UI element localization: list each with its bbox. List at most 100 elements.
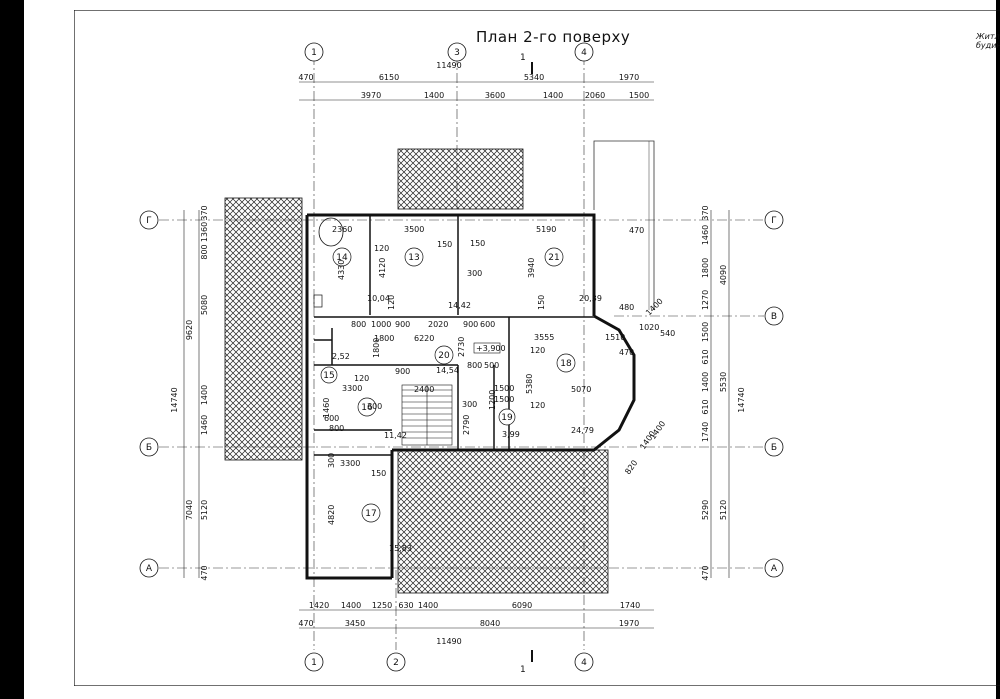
dimension-text: 150 (470, 239, 485, 248)
dim-top-inner-1: 3970 (361, 91, 381, 100)
axis-label-top-3: 3 (454, 48, 460, 58)
dim-left-11: 470 (200, 565, 209, 580)
dimension-text: 3555 (534, 333, 554, 342)
axis-label-top-4: 4 (581, 48, 587, 58)
dim-right-1: 370 (701, 205, 710, 220)
dimension-text: 600 (324, 414, 339, 423)
room-20-number: 20 (438, 351, 450, 361)
dimension-text: 120 (530, 346, 545, 355)
dimension-text: 120 (374, 244, 389, 253)
partitions (314, 215, 594, 456)
drawing-title: План 2-го поверху (476, 28, 631, 46)
roof-south (397, 449, 609, 594)
roof-west (224, 197, 303, 461)
dimension-text: 120 (387, 295, 396, 310)
dimension-text: 1020 (639, 323, 659, 332)
dimension-text: 3300 (342, 384, 362, 393)
dimension-text: 5190 (536, 225, 556, 234)
dim-bottom-inner-2: 1400 (341, 601, 361, 610)
dim-top-inner-2: 1400 (424, 91, 444, 100)
dim-bottom-inner-5: 1400 (418, 601, 438, 610)
dimension-text: 3300 (340, 459, 360, 468)
axis-bubbles (139, 42, 784, 672)
dim-top-inner-6: 1500 (629, 91, 649, 100)
balcony (593, 140, 655, 310)
drawing-frame: 1 3 4 1 2 4 Г Б А Г В Б А 1 1 (74, 10, 1000, 686)
walls (305, 213, 636, 580)
dimension-text: 540 (660, 329, 675, 338)
dimension-text: 1200 (488, 390, 497, 410)
dim-right-12: 14740 (737, 387, 746, 412)
dimension-text: 150 (537, 295, 546, 310)
dimension-text: 150 (437, 240, 452, 249)
dim-bottom-outer-3: 8040 (480, 619, 500, 628)
dim-right-8: 1400 (701, 372, 710, 392)
dim-top-inner-5: 2060 (585, 91, 605, 100)
dim-bottom-inner-1: 1420 (309, 601, 329, 610)
room-15-number: 15 (323, 371, 334, 381)
dim-top-outer-1: 470 (298, 73, 313, 82)
axis-label-right-a: А (771, 564, 778, 574)
dimension-text: 120 (354, 374, 369, 383)
dim-left-10: 14740 (170, 387, 179, 412)
dimension-text: 120 (530, 401, 545, 410)
dimension-text: 1400 (644, 297, 665, 318)
room-15-area: 2,52 (332, 352, 350, 361)
axis-label-right-v: В (771, 312, 777, 322)
dimension-text: 1500 (494, 395, 514, 404)
room-16-number: 16 (361, 403, 373, 413)
dimension-text: 5380 (525, 374, 534, 394)
dim-top-outer-3: 5340 (524, 73, 544, 82)
dim-bottom-outer-2: 3450 (345, 619, 365, 628)
dimension-text: 4820 (327, 505, 336, 525)
room-19-area: 3,99 (502, 430, 520, 439)
axis-label-bottom-1: 1 (311, 658, 317, 668)
dimension-text: 300 (367, 402, 382, 411)
axis-label-right-g: Г (771, 216, 777, 226)
dim-left-1: 370 (200, 205, 209, 220)
dim-left-6: 1460 (200, 415, 209, 435)
dimension-text: 470 (619, 348, 634, 357)
dimension-text: 800 (329, 424, 344, 433)
room-16-area: 11,42 (384, 431, 407, 440)
dimension-text: 3940 (527, 258, 536, 278)
dimension-text: 900 (463, 320, 478, 329)
dim-left-2: 1360 (200, 222, 209, 242)
axis-label-right-b: Б (771, 443, 777, 453)
dimension-text: 300 (327, 453, 336, 468)
dim-bottom-inner-3: 1250 (372, 601, 392, 610)
dimension-text: 2360 (332, 225, 352, 234)
axis-label-top-1: 1 (311, 48, 317, 58)
dim-right-4: 4090 (719, 265, 728, 285)
dim-left-4: 5080 (200, 295, 209, 315)
dimension-text: 1510 (605, 333, 625, 342)
dimension-text: 150 (371, 469, 386, 478)
dimension-text: 1460 (322, 398, 331, 418)
room-18-area: 24,79 (571, 426, 594, 435)
dim-bottom-outer-4: 1970 (619, 619, 639, 628)
dim-bottom-inner-7: 1740 (620, 601, 640, 610)
axis-grid (159, 55, 764, 650)
room-17-area: 15,83 (389, 544, 412, 553)
dim-bottom-inner-6: 6090 (512, 601, 532, 610)
dim-left-5: 1400 (200, 385, 209, 405)
dimension-text: 1800 (372, 338, 381, 358)
axis-label-left-b: Б (146, 443, 152, 453)
dimension-text: 900 (395, 320, 410, 329)
room-17-number: 17 (365, 509, 376, 519)
drawing-sheet: 1 3 4 1 2 4 Г Б А Г В Б А 1 1 (24, 0, 1000, 699)
dim-top-total: 11490 (436, 61, 461, 70)
dim-top-inner-4: 1400 (543, 91, 563, 100)
room-18-number: 18 (560, 359, 572, 369)
axis-label-left-g: Г (146, 216, 152, 226)
dim-right-10: 5530 (719, 372, 728, 392)
dim-right-9: 610 (701, 399, 710, 414)
dim-right-14: 5120 (719, 500, 728, 520)
dimension-text: 600 (480, 320, 495, 329)
dim-top-outer-4: 1970 (619, 73, 639, 82)
room-14-number: 14 (336, 253, 348, 263)
room-20-area: 14,54 (436, 366, 459, 375)
level-mark: +3,900 (476, 344, 506, 353)
dim-left-7: 5120 (200, 500, 209, 520)
dim-right-13: 5290 (701, 500, 710, 520)
